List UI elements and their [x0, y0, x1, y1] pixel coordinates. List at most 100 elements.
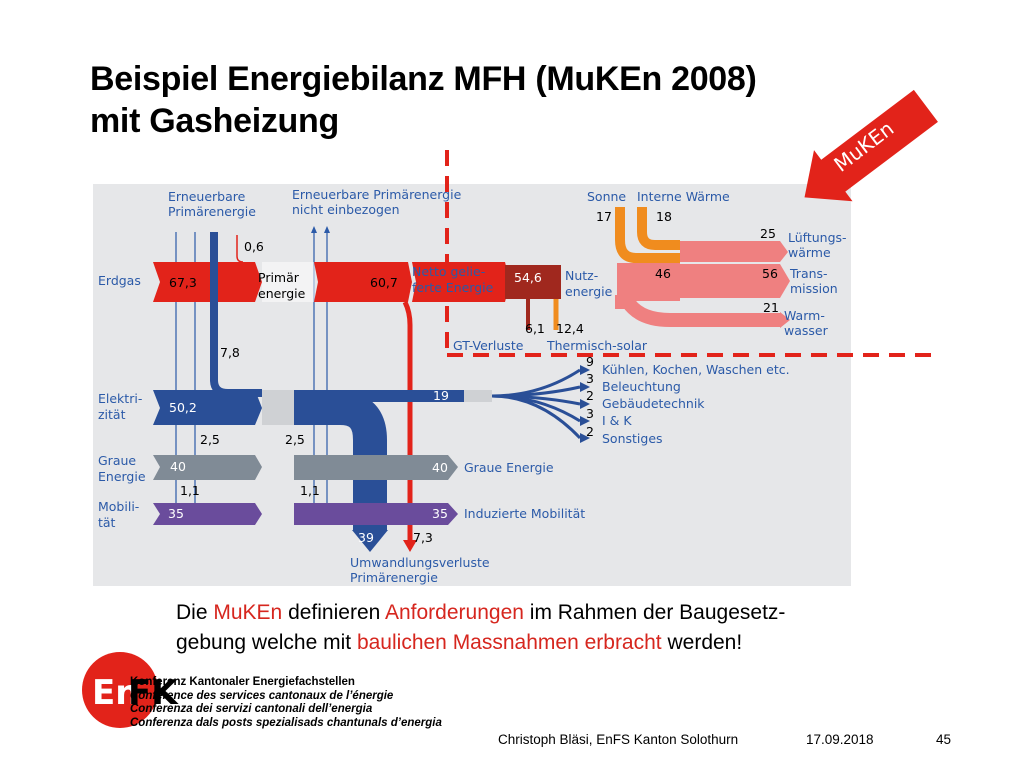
logo-line-3: Conferenza dei servizi cantonali dell’en…	[130, 703, 373, 715]
val-beleuchtung: 3	[586, 371, 594, 386]
body-part-3: im Rahmen der Baugesetz-	[523, 601, 786, 624]
erdgas-primary-bar	[314, 262, 412, 302]
label-gt-verluste: GT-Verluste	[453, 338, 524, 353]
label-graue-1: Graue	[98, 453, 136, 468]
label-sonne: Sonne	[587, 189, 626, 204]
elek-fan	[491, 368, 582, 440]
elektrizitaet-input-bar	[153, 390, 262, 425]
body-part-4: gebung welche mit	[176, 631, 357, 654]
label-thermisch-solar: Thermisch-solar	[546, 338, 648, 353]
label-warm-1: Warm-	[784, 308, 825, 323]
val-renewable-elec: 7,8	[220, 345, 240, 360]
logo-line-4: Conferenza dals posts spezialisads chant…	[130, 716, 442, 729]
label-nutz-1: Nutz-	[565, 268, 598, 283]
val-sonstiges: 2	[586, 424, 594, 439]
label-mob-1: Mobili-	[98, 499, 139, 514]
label-renewable-ne-2: nicht einbezogen	[292, 202, 400, 217]
interne-waerme-flow	[637, 207, 680, 250]
label-trans-1: Trans-	[789, 266, 828, 281]
enfk-logo-en: En	[92, 673, 139, 713]
val-interne-waerme: 18	[656, 209, 672, 224]
val-lueftung: 25	[760, 226, 776, 241]
val-verluste-blue: 39	[358, 530, 374, 545]
erdgas-netto-bar	[412, 262, 510, 302]
label-mob-2: tät	[98, 515, 116, 530]
up-arrow-icon	[324, 226, 330, 233]
nutzenergie-bar	[617, 263, 680, 301]
val-kuehlen: 9	[586, 354, 594, 369]
elek-fan-arrows	[580, 365, 590, 443]
label-iuk: I & K	[602, 413, 632, 428]
muken-arrow	[804, 89, 938, 202]
label-gebaeudetechnik: Gebäudetechnik	[602, 396, 705, 411]
label-kuehlen: Kühlen, Kochen, Waschen etc.	[602, 362, 790, 377]
val-graue-split-right: 2,5	[285, 432, 305, 447]
label-erdgas: Erdgas	[98, 273, 141, 288]
label-renewable-2: Primärenergie	[168, 204, 256, 219]
body-anforderungen: Anforderungen	[384, 601, 524, 624]
val-gebaeudetechnik: 2	[586, 388, 594, 403]
label-graue-out: Graue Energie	[464, 460, 554, 475]
label-primaer-2: energie	[258, 286, 306, 301]
erdgas-input-bar	[153, 262, 262, 302]
label-beleuchtung: Beleuchtung	[602, 379, 681, 394]
logo-line-1: Konferenz Kantonaler Energiefachstellen	[130, 676, 355, 688]
mob-gap	[262, 503, 294, 525]
label-warm-2: wasser	[784, 323, 829, 338]
label-renewable-ne-1: Erneuerbare Primärenergie	[292, 187, 462, 202]
elek-verluste-flow	[294, 391, 387, 530]
transmission-output	[680, 264, 790, 298]
val-thermisch-solar: 12,4	[556, 321, 584, 336]
lueftung-output	[680, 241, 788, 262]
val-mob-split-left: 1,1	[180, 483, 200, 498]
val-erdgas-mid: 60,7	[370, 275, 398, 290]
val-elek-out: 19	[433, 388, 449, 403]
label-elek-1: Elektri-	[98, 391, 142, 406]
enfk-logo-text: Konferenz Kantonaler Energiefachstellen …	[130, 676, 442, 730]
label-verluste-1: Umwandlungsverluste	[350, 555, 490, 570]
label-verluste-2: Primärenergie	[350, 570, 438, 585]
val-verluste-red: 7,3	[413, 530, 433, 545]
val-elek-in: 50,2	[169, 400, 197, 415]
sonne-flow	[615, 207, 680, 263]
warmwasser-output	[615, 295, 780, 327]
footer-date: 17.09.2018	[806, 732, 874, 747]
warmwasser-arrow	[780, 312, 790, 328]
val-graue-out: 40	[432, 460, 448, 475]
label-renewable-1: Erneuerbare	[168, 189, 246, 204]
primaerenergie-gap	[262, 262, 315, 302]
elek-gap	[262, 390, 294, 425]
label-netto-2: ferte Energie	[412, 280, 494, 295]
val-gt-verluste: 6,1	[525, 321, 545, 336]
elek-output-bar	[294, 390, 464, 402]
footer-page-number: 45	[936, 732, 952, 747]
body-part-2: definieren	[282, 601, 385, 624]
val-sonne: 17	[596, 209, 612, 224]
slide-title: Beispiel Energiebilanz MFH (MuKEn 2008) …	[90, 58, 757, 142]
up-arrow-icon	[311, 226, 317, 233]
val-warmwasser: 21	[763, 300, 779, 315]
val-iuk: 3	[586, 406, 594, 421]
footer-author: Christoph Bläsi, EnFS Kanton Solothurn	[498, 732, 739, 747]
val-transmission: 56	[762, 266, 778, 281]
label-interne-waerme: Interne Wärme	[637, 189, 730, 204]
body-part-5: werden!	[661, 631, 743, 654]
label-primaer-1: Primär	[258, 270, 300, 285]
label-nutz-2: energie	[565, 284, 613, 299]
enfk-logo-circle	[82, 652, 158, 728]
val-mob-out: 35	[432, 506, 448, 521]
mob-output-bar	[294, 503, 458, 525]
umwandlungsverluste-red-flow	[402, 300, 413, 540]
val-mob-in: 35	[168, 506, 184, 521]
title-line-1: Beispiel Energiebilanz MFH (MuKEn 2008)	[90, 60, 757, 98]
graue-input-bar	[153, 455, 262, 480]
verluste-red-arrow	[403, 540, 417, 552]
label-lueftung-2: wärme	[788, 245, 831, 260]
graue-gap	[262, 455, 294, 480]
val-netto: 54,6	[514, 270, 542, 285]
body-muken: MuKEn	[213, 601, 283, 624]
val-transmission-in: 46	[655, 266, 671, 281]
label-graue-2: Energie	[98, 469, 146, 484]
enfk-logo-fk: FK	[128, 673, 179, 713]
